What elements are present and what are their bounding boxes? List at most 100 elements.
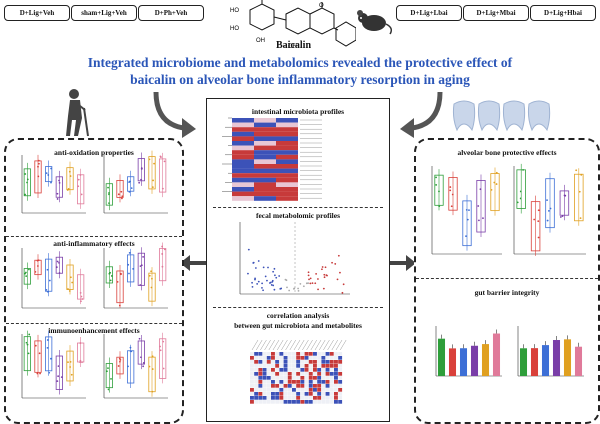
box-point xyxy=(127,263,130,266)
correlation-cell xyxy=(254,368,259,372)
box-point xyxy=(47,174,50,176)
correlation-cell xyxy=(325,360,330,364)
heatmap-cell xyxy=(276,187,298,192)
correlation-cell xyxy=(313,384,317,388)
volcano-point xyxy=(266,279,268,282)
correlation-cell xyxy=(258,396,263,400)
group-label-d-lig-veh: D+Lig+Veh xyxy=(4,5,70,21)
box-point xyxy=(67,361,69,363)
left-panel: anti-oxidation properties anti-inflammat… xyxy=(4,138,184,424)
correlation-cell xyxy=(266,400,271,404)
volcano-point xyxy=(322,287,325,290)
correlation-cell xyxy=(254,356,259,360)
volcano-point xyxy=(285,279,288,282)
correlation-cell xyxy=(321,368,326,372)
box-point xyxy=(495,171,498,174)
heatmap-cell xyxy=(276,164,298,169)
volcano-point xyxy=(288,289,291,292)
box-point xyxy=(537,236,540,239)
correlation-cell xyxy=(262,356,267,360)
correlation-cell xyxy=(275,396,280,400)
correlation-cell xyxy=(329,376,334,380)
volcano-point xyxy=(272,284,275,287)
box-point xyxy=(46,346,49,349)
box xyxy=(127,176,135,192)
correlation-cell xyxy=(271,368,275,372)
correlation-cell xyxy=(308,396,313,400)
correlation-cell xyxy=(266,392,271,396)
volcano-point xyxy=(341,291,344,294)
volcano-point xyxy=(331,261,333,264)
box-point xyxy=(121,197,123,200)
correlation-cell xyxy=(321,392,326,396)
correlation-cell xyxy=(258,368,263,372)
box-point xyxy=(478,219,480,222)
volcano-point xyxy=(262,266,265,269)
box-point xyxy=(151,390,154,393)
volcano-point xyxy=(273,288,276,291)
correlation-cell xyxy=(308,384,313,388)
box-point xyxy=(435,184,438,186)
box-point xyxy=(549,207,552,210)
box-point xyxy=(79,342,82,344)
volcano-point xyxy=(324,266,327,269)
bar xyxy=(552,340,561,376)
box xyxy=(116,180,124,198)
box-point xyxy=(81,361,83,364)
correlation-cell xyxy=(266,380,271,384)
correlation-cell xyxy=(266,360,271,364)
correlation-cell xyxy=(271,380,275,384)
volcano-point xyxy=(317,288,319,291)
box-point xyxy=(580,173,583,176)
box-point xyxy=(69,276,72,279)
correlation-cell xyxy=(287,368,292,372)
box xyxy=(574,173,584,222)
column-label-stub xyxy=(264,339,271,351)
correlation-cell xyxy=(308,360,313,364)
volcano-point xyxy=(261,282,264,285)
metabolomic-title: fecal metabolomic profiles xyxy=(255,211,340,220)
correlation-cell xyxy=(325,384,330,388)
heatmap-cell xyxy=(232,191,254,197)
box-point xyxy=(128,181,131,184)
correlation-cell xyxy=(262,396,267,400)
box xyxy=(148,272,156,302)
box-point xyxy=(117,365,120,367)
volcano-point xyxy=(275,276,278,279)
heatmap-cell xyxy=(276,150,298,155)
correlation-cell xyxy=(292,400,296,404)
box-point xyxy=(465,235,467,238)
correlation-cell xyxy=(275,376,280,380)
correlation-cell xyxy=(275,392,280,396)
correlation-cell xyxy=(266,356,271,360)
box-point xyxy=(537,209,540,212)
correlation-cell xyxy=(325,392,330,396)
anti-inflammatory-title: anti-inflammatory effects xyxy=(53,239,135,248)
box-point xyxy=(451,193,454,196)
column-label-stub xyxy=(318,339,326,351)
correlation-cell xyxy=(275,360,280,364)
box-point xyxy=(58,179,60,182)
box-point xyxy=(58,272,61,274)
correlation-cell xyxy=(287,400,292,404)
correlation-cell xyxy=(334,400,338,404)
correlation-cell xyxy=(279,396,284,400)
correlation-cell xyxy=(296,380,301,384)
correlation-cell xyxy=(317,384,322,388)
box-point xyxy=(140,167,143,170)
correlation-cell xyxy=(258,388,263,392)
arrow-to-left-panel xyxy=(180,255,206,271)
column-label-stub xyxy=(306,339,313,351)
correlation-cell xyxy=(283,376,288,380)
correlation-cell xyxy=(250,376,254,380)
correlation-cell xyxy=(287,392,292,396)
box-point xyxy=(150,270,152,273)
bar xyxy=(541,345,550,376)
volcano-point xyxy=(323,273,326,276)
box xyxy=(448,177,458,211)
baicalin-structure: HO HO OH OH O xyxy=(230,0,356,50)
box-point xyxy=(450,205,453,208)
correlation-cell xyxy=(334,392,338,396)
volcano-point xyxy=(252,261,255,264)
correlation-cell xyxy=(329,400,334,404)
